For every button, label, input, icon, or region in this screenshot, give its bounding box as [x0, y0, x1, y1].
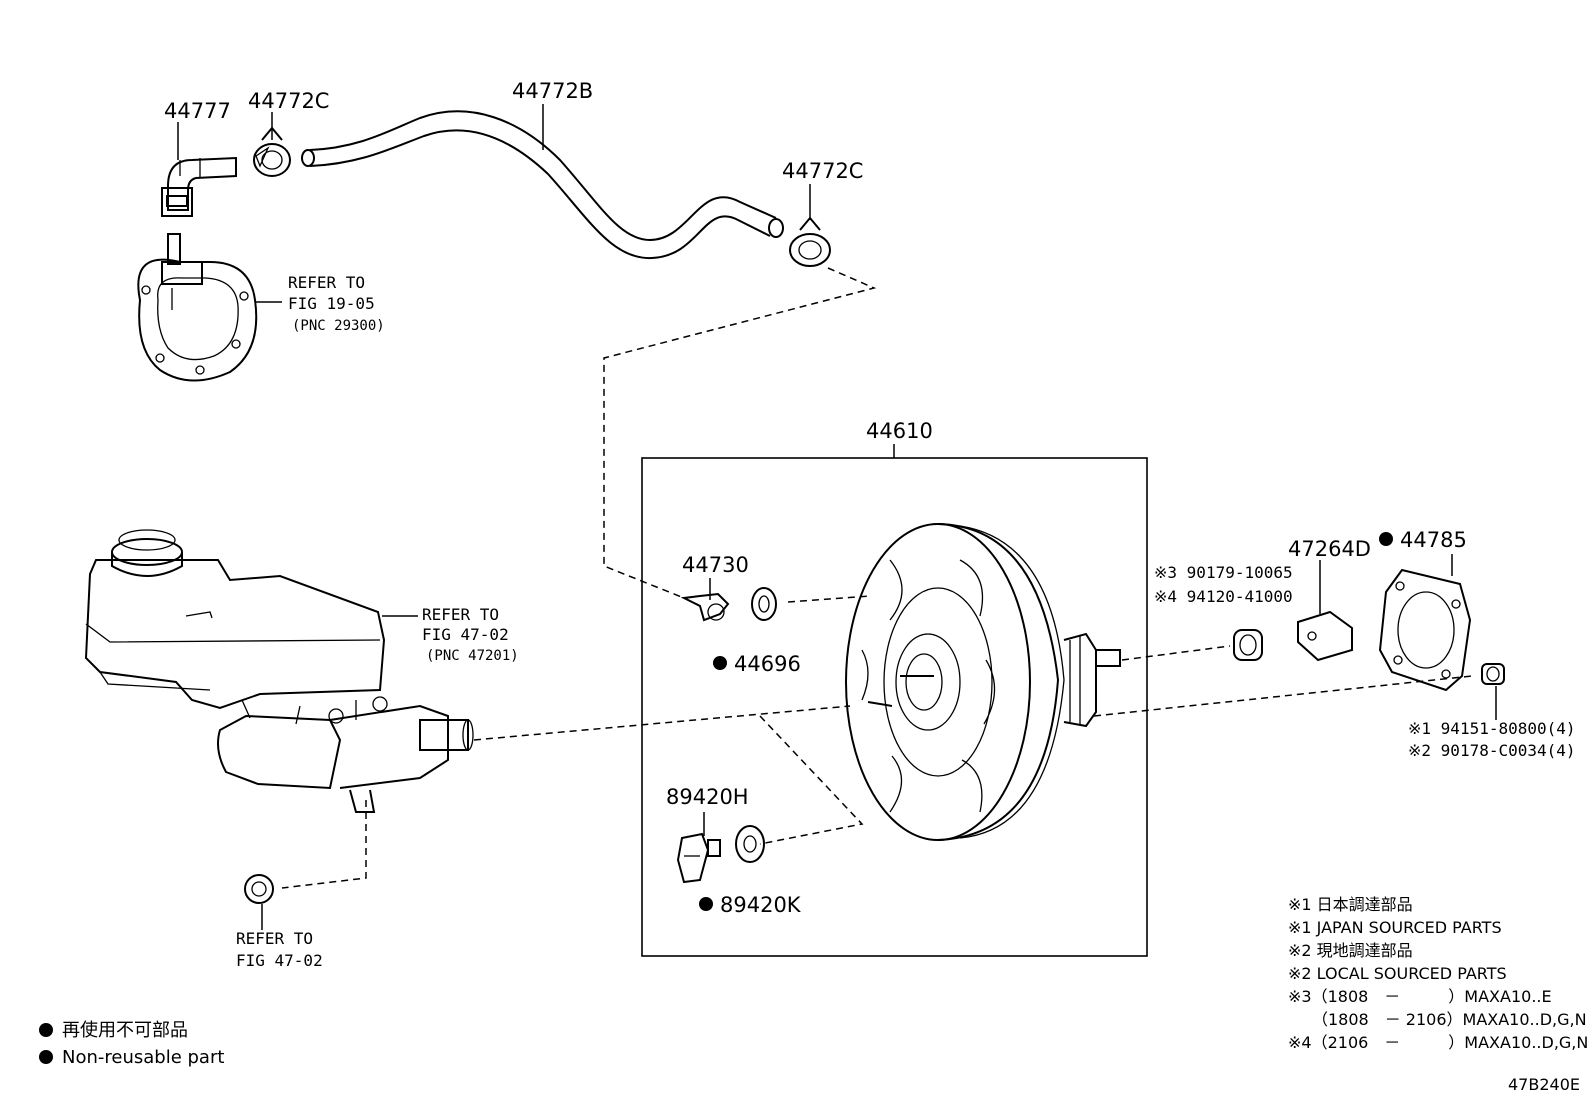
part-44730-check-valve[interactable]: [680, 592, 730, 622]
label-44772b: 44772B: [512, 79, 593, 103]
master-cylinder-nut[interactable]: [244, 874, 274, 904]
part-44772c-clamp-lower[interactable]: [789, 216, 831, 267]
label-44772c-lower: 44772C: [782, 159, 863, 183]
label-44785: 44785: [1400, 528, 1467, 552]
legend-en: Non-reusable part: [62, 1047, 224, 1068]
ref-vacuum-pump-line1: REFER TO: [288, 273, 365, 292]
part-89420k-grommet[interactable]: [735, 825, 765, 863]
label-44696: 44696: [734, 652, 801, 676]
label-94120: ※4 94120-41000: [1154, 587, 1293, 606]
note-line-3: ※2 現地調達部品: [1288, 941, 1413, 960]
part-90179-spacer[interactable]: [1233, 629, 1263, 661]
note-line-2: ※1 JAPAN SOURCED PARTS: [1288, 918, 1502, 937]
part-94151-nut[interactable]: [1481, 663, 1505, 685]
non-reusable-dot-44785: [1379, 532, 1393, 546]
label-47264d: 47264D: [1288, 537, 1371, 561]
note-line-7: ※4（2106 － ）MAXA10..D,G,N: [1288, 1033, 1588, 1052]
label-44772c-upper: 44772C: [248, 89, 329, 113]
ref-vacuum-pump-line3: (PNC 29300): [292, 318, 385, 334]
non-reusable-dot-89420k: [699, 897, 713, 911]
label-44777: 44777: [164, 99, 231, 123]
ref-vacuum-pump-line2: FIG 19-05: [288, 294, 375, 313]
label-89420k: 89420K: [720, 893, 802, 917]
label-90179: ※3 90179-10065: [1154, 563, 1293, 582]
ref-bottom-line1: REFER TO: [236, 929, 313, 948]
part-44772b-vacuum-hose[interactable]: [301, 110, 784, 260]
note-line-6: （1808 － 2106）MAXA10..D,G,N: [1288, 1010, 1587, 1029]
brake-booster[interactable]: [845, 523, 1121, 841]
note-line-5: ※3（1808 － ）MAXA10..E: [1288, 987, 1552, 1006]
ref-bottom-line2: FIG 47-02: [236, 951, 323, 970]
part-44696-grommet[interactable]: [751, 587, 777, 621]
brake-master-cylinder[interactable]: [84, 529, 474, 813]
vacuum-pump[interactable]: [137, 233, 258, 382]
part-47264d-clevis-clip[interactable]: [1297, 610, 1353, 662]
label-44610: 44610: [866, 419, 933, 443]
label-94151: ※1 94151-80800(4): [1408, 719, 1576, 738]
ref-master-cyl-line1: REFER TO: [422, 605, 499, 624]
label-89420h: 89420H: [666, 785, 749, 809]
ref-master-cyl-line3: (PNC 47201): [426, 648, 519, 664]
note-line-1: ※1 日本調達部品: [1288, 895, 1413, 914]
part-89420h-pressure-sensor[interactable]: [676, 832, 721, 884]
legend-dot-jp: [39, 1023, 53, 1037]
note-line-4: ※2 LOCAL SOURCED PARTS: [1288, 964, 1507, 983]
label-44730: 44730: [682, 553, 749, 577]
part-44772c-clamp-upper[interactable]: [253, 126, 291, 177]
legend-dot-en: [39, 1050, 53, 1064]
label-90178: ※2 90178-C0034(4): [1408, 741, 1576, 760]
ref-master-cyl-line2: FIG 47-02: [422, 625, 509, 644]
part-44777-elbow-connector[interactable]: [161, 156, 237, 217]
part-44785-gasket[interactable]: [1378, 568, 1472, 692]
non-reusable-dot-44696: [713, 656, 727, 670]
booster-assembly-box: [641, 457, 1148, 957]
legend-jp: 再使用不可部品: [62, 1020, 188, 1041]
figure-id: 47B240E: [1508, 1075, 1580, 1094]
